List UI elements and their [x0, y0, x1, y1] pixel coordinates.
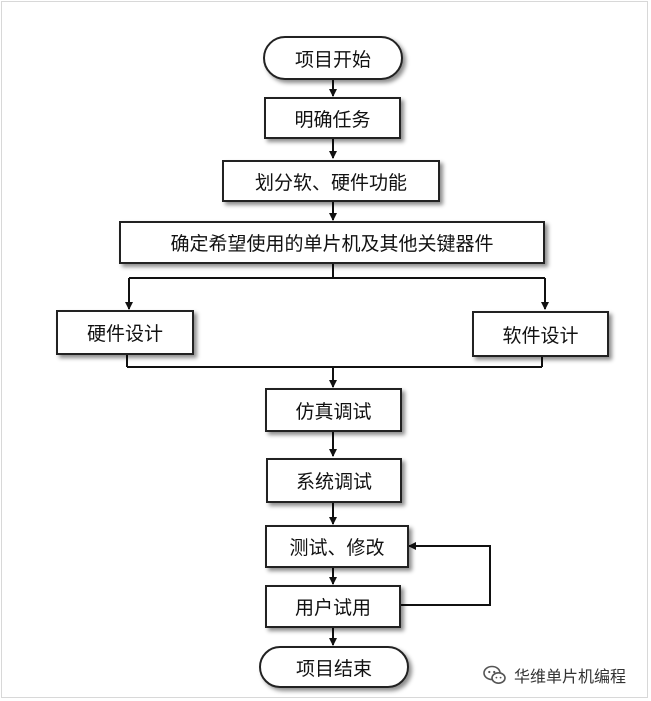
system-debug-step: 系统调试: [266, 458, 402, 503]
divide-functions-step: 划分软、硬件功能: [222, 160, 440, 202]
define-task-step: 明确任务: [264, 97, 401, 139]
software-design-step: 软件设计: [472, 311, 609, 357]
test-modify-step: 测试、修改: [265, 525, 409, 568]
user-trial-step: 用户试用: [265, 585, 401, 628]
wechat-logo-icon: [483, 665, 506, 684]
feedback-loop: [401, 542, 491, 606]
hardware-design-step: 硬件设计: [56, 310, 194, 355]
watermark-text: 华维单片机编程: [514, 667, 627, 686]
select-components-step: 确定希望使用的单片机及其他关键器件: [119, 221, 545, 264]
watermark: 华维单片机编程: [482, 658, 626, 692]
start-terminal: 项目开始: [263, 36, 403, 80]
simulation-debug-step: 仿真调试: [265, 388, 402, 432]
end-terminal: 项目结束: [259, 646, 409, 688]
